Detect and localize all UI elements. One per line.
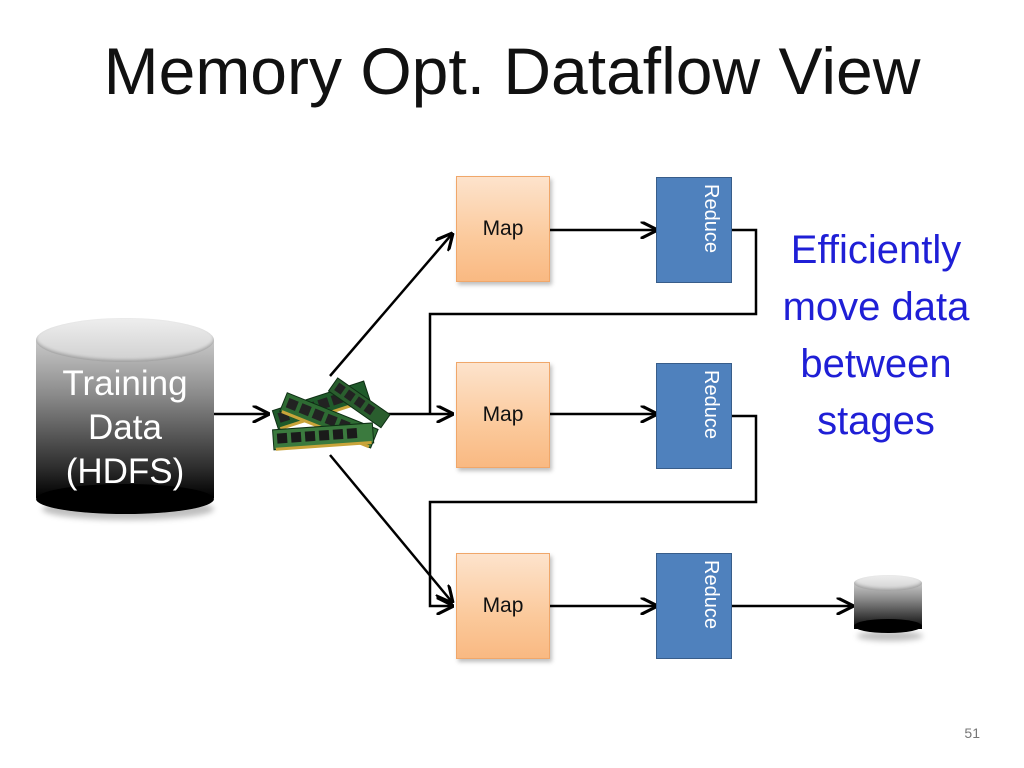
map-box-2: Map bbox=[456, 362, 550, 468]
annotation-line: stages bbox=[817, 399, 935, 443]
reduce-box-3: Reduce bbox=[656, 553, 732, 659]
reduce-box-2: Reduce bbox=[656, 363, 732, 469]
arrow-memory-to-map-1 bbox=[329, 234, 452, 377]
map-label: Map bbox=[482, 594, 524, 617]
connector-reduce-2-to-map-3 bbox=[428, 414, 758, 606]
map-label: Map bbox=[482, 217, 524, 240]
training-data-label-line: (HDFS) bbox=[65, 452, 185, 491]
annotation-line: move data bbox=[782, 285, 970, 329]
ram-modules-icon bbox=[271, 377, 391, 451]
training-data-label: Training Data (HDFS) bbox=[36, 362, 214, 494]
database-cylinder-icon bbox=[854, 575, 923, 641]
annotation-line: Efficiently bbox=[790, 228, 962, 272]
connector-reduce-1-to-map-2 bbox=[428, 228, 758, 414]
annotation-line: between bbox=[800, 342, 952, 386]
map-box-1: Map bbox=[456, 176, 550, 282]
arrow-memory-to-map-3 bbox=[329, 454, 452, 602]
annotation-text: Efficiently move data between stages bbox=[756, 222, 996, 450]
reduce-label: Reduce bbox=[700, 184, 722, 253]
map-box-3: Map bbox=[456, 553, 550, 659]
reduce-label: Reduce bbox=[700, 370, 722, 439]
reduce-label: Reduce bbox=[700, 560, 722, 629]
page-number: 51 bbox=[964, 725, 980, 741]
slide-title: Memory Opt. Dataflow View bbox=[103, 34, 921, 108]
reduce-box-1: Reduce bbox=[656, 177, 732, 283]
training-data-label-line: Data bbox=[88, 408, 162, 447]
training-data-label-line: Training bbox=[62, 364, 188, 403]
training-data-cylinder-icon: Training Data (HDFS) bbox=[36, 318, 214, 520]
map-label: Map bbox=[482, 403, 524, 426]
